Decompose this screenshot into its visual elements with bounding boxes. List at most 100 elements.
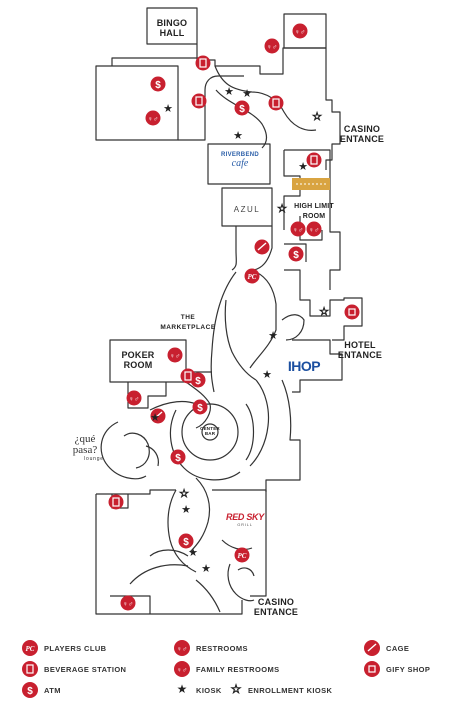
enrollment-kiosk-icon[interactable]: ☆: [277, 202, 288, 216]
kiosk-icon[interactable]: ★: [262, 368, 272, 381]
enrollment-kiosk-icon[interactable]: ☆: [312, 110, 323, 124]
atm-icon[interactable]: $: [178, 533, 194, 549]
que-pasa-lounge-outline: [100, 421, 147, 480]
svg-text:$: $: [293, 250, 299, 261]
legend-cage: CAGE: [386, 644, 410, 653]
svg-text:PC: PC: [238, 552, 247, 560]
pasa-text: pasa?: [72, 444, 98, 456]
red-sky-grill-logo[interactable]: RED SKY GRILL: [222, 512, 268, 527]
svg-text:♀♂: ♀♂: [177, 646, 188, 653]
kiosk-icon[interactable]: ★: [224, 85, 234, 98]
ihop-logo[interactable]: IHOP: [287, 358, 321, 374]
atm-icon[interactable]: $: [150, 76, 166, 92]
restrooms-icon[interactable]: ♀♂: [167, 347, 183, 363]
svg-text:♀♂: ♀♂: [129, 396, 140, 403]
svg-text:$: $: [155, 80, 161, 91]
beverage-station-icon[interactable]: [191, 93, 207, 109]
legend-beverage-station: BEVERAGE STATION: [44, 665, 127, 674]
legend-icons: PC $ ♀♂ ♀♂ ★ ☆: [22, 640, 380, 698]
que-text: ¿qué: [74, 433, 96, 445]
legend-restrooms: RESTROOMS: [196, 644, 248, 653]
enrollment-kiosk-icon[interactable]: ☆: [319, 305, 330, 319]
riverbend-text: RIVERBEND: [220, 152, 260, 158]
atm-icon: $: [22, 682, 38, 698]
svg-text:♀♂: ♀♂: [177, 667, 188, 674]
restrooms-icon[interactable]: ♀♂: [120, 595, 136, 611]
kiosk-icon[interactable]: ★: [298, 160, 308, 173]
grill-text: GRILL: [237, 522, 253, 527]
gift-shop-icon: [364, 661, 380, 677]
legend-family-restrooms: FAMILY RESTROOMS: [196, 665, 280, 674]
legend-enrollment-kiosk: ENROLLMENT KIOSK: [248, 686, 333, 695]
center-bar-outline: [181, 403, 239, 461]
kiosk-icon[interactable]: ★: [233, 129, 243, 142]
svg-text:$: $: [195, 376, 201, 387]
atm-icon[interactable]: $: [234, 100, 250, 116]
restrooms-icon[interactable]: ♀♂: [292, 23, 308, 39]
players-club-icon[interactable]: PC: [244, 268, 260, 284]
kiosk-icon: ★: [177, 682, 188, 696]
beverage-station-icon[interactable]: [108, 494, 124, 510]
family-restrooms-icon[interactable]: ♀♂: [290, 221, 306, 237]
kiosk-icon[interactable]: ★: [163, 102, 173, 115]
lounge-text: lounge: [84, 456, 104, 462]
kiosk-icon[interactable]: ★: [201, 562, 211, 575]
svg-text:♀♂: ♀♂: [148, 116, 159, 123]
svg-text:♀♂: ♀♂: [267, 44, 278, 51]
svg-text:♀♂: ♀♂: [309, 227, 320, 234]
legend-kiosk: KIOSK: [196, 686, 222, 695]
riverbend-cafe-logo[interactable]: RIVERBEND cafe: [214, 152, 266, 169]
restrooms-icon[interactable]: ♀♂: [145, 110, 161, 126]
svg-text:PC: PC: [248, 273, 257, 281]
enrollment-kiosk-icon[interactable]: ☆: [179, 487, 190, 501]
atm-icon[interactable]: $: [170, 449, 186, 465]
red-sky-text: RED SKY: [226, 512, 264, 522]
enrollment-kiosk-icon: ☆: [231, 682, 242, 696]
beverage-station-icon[interactable]: [180, 368, 196, 384]
kiosk-icon[interactable]: ★: [242, 87, 252, 100]
gift-shop-icon[interactable]: [344, 304, 360, 320]
svg-text:♀♂: ♀♂: [170, 353, 181, 360]
bingo-hall-room: [146, 7, 198, 45]
atm-icon[interactable]: $: [288, 246, 304, 262]
kiosk-icon[interactable]: ★: [188, 546, 198, 559]
floor-outline: [95, 7, 363, 615]
beverage-station-icon: [22, 661, 38, 677]
svg-text:$: $: [27, 686, 33, 697]
kiosk-icon[interactable]: ★: [181, 503, 191, 516]
family-restrooms-icon: ♀♂: [174, 661, 190, 677]
legend-players-club: PLAYERS CLUB: [44, 644, 107, 653]
kiosk-icon[interactable]: ★: [150, 411, 160, 424]
legend-gift-shop: GIFY SHOP: [386, 665, 431, 674]
cafe-text: cafe: [231, 158, 249, 169]
svg-text:♀♂: ♀♂: [293, 227, 304, 234]
svg-text:$: $: [183, 537, 189, 548]
azul-logo[interactable]: AZUL: [233, 205, 261, 214]
cage-icon[interactable]: [254, 239, 270, 255]
svg-text:♀♂: ♀♂: [295, 29, 306, 36]
svg-text:PC: PC: [26, 645, 35, 653]
svg-text:$: $: [239, 104, 245, 115]
kiosk-icon[interactable]: ★: [268, 329, 278, 342]
beverage-station-icon[interactable]: [195, 55, 211, 71]
svg-text:$: $: [175, 453, 181, 464]
atm-icon[interactable]: $: [190, 372, 206, 388]
players-club-icon[interactable]: PC: [234, 547, 250, 563]
que-pasa-logo[interactable]: ¿qué pasa? lounge: [60, 433, 110, 463]
cage-highlight: [292, 178, 330, 190]
cage-icon[interactable]: [150, 408, 166, 424]
restrooms-icon[interactable]: ♀♂: [264, 38, 280, 54]
svg-text:♀♂: ♀♂: [123, 601, 134, 608]
atm-icon[interactable]: $: [192, 399, 208, 415]
family-restrooms-icon[interactable]: ♀♂: [306, 221, 322, 237]
beverage-station-icon[interactable]: [306, 152, 322, 168]
restrooms-icon[interactable]: ♀♂: [126, 390, 142, 406]
beverage-station-icon[interactable]: [268, 95, 284, 111]
players-club-icon: PC: [22, 640, 38, 656]
cage-icon: [364, 640, 380, 656]
